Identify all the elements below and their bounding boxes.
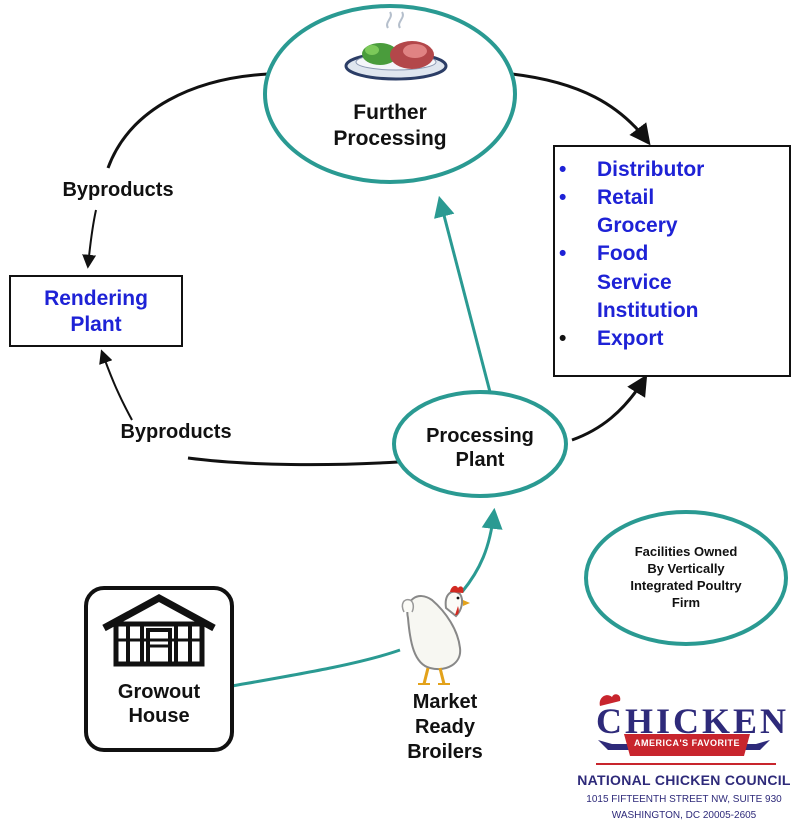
further-processing-label: Further Processing bbox=[310, 100, 470, 151]
processing-plant-label: Processing Plant bbox=[400, 424, 560, 473]
broilers-line2: Ready bbox=[414, 716, 476, 738]
logo-ribbon: AMERICA'S FAVORITE bbox=[634, 738, 740, 748]
growout-house-box bbox=[84, 586, 234, 752]
edge-byproducts-to-rendering bbox=[82, 209, 97, 269]
rendering-plant-label: Rendering Plant bbox=[10, 286, 182, 337]
further-processing-node bbox=[263, 4, 517, 184]
facilities-line4: Firm bbox=[671, 594, 701, 610]
list-item: • Distributor bbox=[559, 156, 727, 184]
food-plate-icon bbox=[344, 11, 448, 81]
broilers-line1: Market bbox=[412, 691, 478, 713]
distribution-item-distributor: Distributor bbox=[597, 158, 705, 181]
logo-address-line1: 1015 FIFTEENTH STREET NW, SUITE 930 bbox=[586, 794, 782, 805]
distribution-box bbox=[553, 145, 791, 377]
further-processing-line1: Further bbox=[353, 101, 427, 124]
facilities-note-node bbox=[584, 510, 788, 646]
edge-processing-to-further bbox=[434, 195, 492, 393]
bullet-icon: • bbox=[559, 326, 567, 350]
chicken-icon bbox=[401, 585, 470, 685]
facilities-line2: By Vertically bbox=[647, 560, 725, 576]
growout-house-label: Growout House bbox=[86, 680, 232, 729]
edge-processing-to-byproducts bbox=[187, 456, 399, 467]
growout-house-line2: House bbox=[128, 705, 190, 728]
further-processing-line2: Processing bbox=[333, 126, 447, 150]
growout-house-line1: Growout bbox=[117, 681, 201, 703]
edge-further-to-byproducts bbox=[106, 72, 269, 169]
distribution-item-export: Export bbox=[597, 326, 664, 350]
market-ready-broilers-label: Market Ready Broilers bbox=[380, 690, 510, 765]
list-item: • Food Service Institution bbox=[559, 240, 727, 324]
broilers-line3: Broilers bbox=[407, 741, 483, 763]
edge-byproducts-to-rendering-lower bbox=[99, 349, 133, 421]
list-item: • Retail Grocery bbox=[559, 184, 727, 240]
facilities-line1: Facilities Owned bbox=[634, 544, 738, 559]
facilities-line3: Integrated Poultry bbox=[630, 577, 742, 593]
edge-processing-to-distribution bbox=[571, 374, 648, 442]
byproducts-label-bottom: Byproducts bbox=[120, 421, 232, 443]
distribution-list: • Distributor • Retail Grocery • Food Se… bbox=[559, 156, 727, 353]
bullet-icon: • bbox=[559, 158, 567, 181]
bullet-icon: • bbox=[559, 242, 567, 266]
rendering-plant-line2: Plant bbox=[70, 312, 122, 336]
chicken-logo-graphic bbox=[596, 694, 776, 765]
edge-growout-to-broilers bbox=[231, 648, 401, 688]
distribution-item-retail-grocery: Retail Grocery bbox=[597, 186, 678, 238]
processing-plant-line1: Processing bbox=[426, 425, 534, 447]
byproducts-label-top: Byproducts bbox=[62, 179, 174, 201]
chicken-wordmark: CHICKEN bbox=[596, 701, 790, 741]
processing-plant-node bbox=[392, 390, 568, 498]
edge-broilers-to-processing bbox=[460, 507, 503, 593]
distribution-item-food-service: Food Service Institution bbox=[597, 242, 699, 322]
bullet-icon: • bbox=[559, 186, 567, 210]
barn-icon bbox=[102, 594, 216, 667]
rendering-plant-line1: Rendering bbox=[44, 287, 148, 310]
logo-address-line2: WASHINGTON, DC 20005-2605 bbox=[611, 810, 757, 821]
facilities-note-label: Facilities Owned By Vertically Integrate… bbox=[596, 544, 776, 612]
edge-further-to-distribution bbox=[511, 72, 651, 146]
list-item: • Export bbox=[559, 325, 727, 353]
rendering-plant-box bbox=[9, 275, 183, 347]
logo-org-name: NATIONAL CHICKEN COUNCIL bbox=[577, 772, 791, 788]
processing-plant-line2: Plant bbox=[455, 449, 505, 472]
